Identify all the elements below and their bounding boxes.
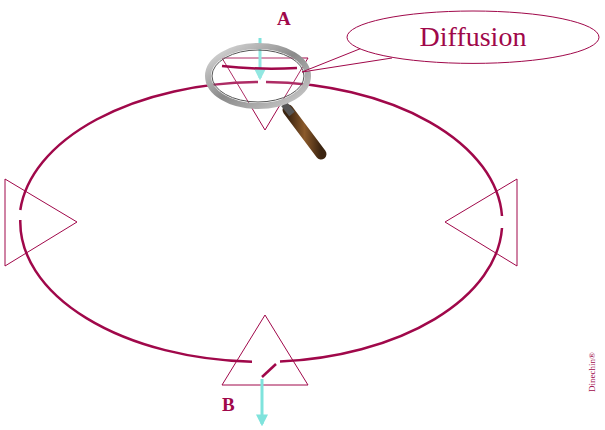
port-letter: B [222,394,235,416]
port-letter: A [277,8,291,30]
magnifying-glass [208,46,321,154]
callout-text: Diffusion [420,21,527,53]
storage-ring [20,82,502,377]
extraction-arrow [261,379,264,424]
watermark: Dinechin® [587,352,597,392]
callout-bubble: Diffusion [346,10,600,64]
